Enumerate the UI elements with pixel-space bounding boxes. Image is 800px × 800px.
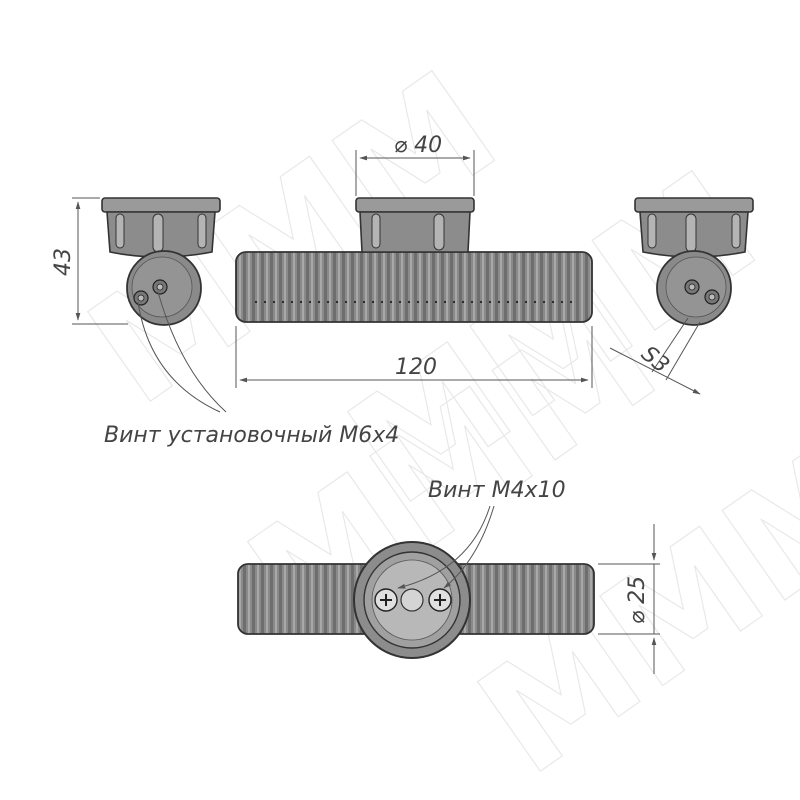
- screw-label: Винт М4х10: [428, 478, 566, 503]
- rod-dot: [425, 300, 429, 304]
- side-view-left: 43: [51, 197, 221, 326]
- wrench-dimension-line: [609, 347, 701, 395]
- rod-dot: [542, 300, 546, 304]
- rod-dot: [479, 300, 483, 304]
- rod-dot: [470, 300, 474, 304]
- rod-dot: [569, 300, 573, 304]
- rod-dot: [353, 300, 357, 304]
- rod-dot: [461, 300, 465, 304]
- rod-dot: [326, 300, 330, 304]
- rod-dots: [254, 300, 573, 304]
- rod-dot: [416, 300, 420, 304]
- rod-dot: [335, 300, 339, 304]
- cap-rib-left-3: [197, 213, 207, 249]
- rod-dot: [380, 300, 384, 304]
- rod-dot: [263, 300, 267, 304]
- screw-leaders: [397, 505, 495, 589]
- rod-dot: [533, 300, 537, 304]
- rod-dot: [407, 300, 411, 304]
- center-hole: [400, 588, 424, 612]
- rod-dot: [506, 300, 510, 304]
- rod-dot: [434, 300, 438, 304]
- front-view: ⌀ 40 120: [235, 133, 593, 388]
- rod-dot: [515, 300, 519, 304]
- rod-dot: [524, 300, 528, 304]
- rod-dot: [362, 300, 366, 304]
- set-screw-leaders: [137, 291, 227, 413]
- rod-dot: [344, 300, 348, 304]
- length-dimension-label: 120: [395, 355, 437, 380]
- rod-dot: [443, 300, 447, 304]
- rod-dot: [371, 300, 375, 304]
- rod-dot: [389, 300, 393, 304]
- rod-dot: [308, 300, 312, 304]
- rod-dot: [254, 300, 258, 304]
- rod-dot: [497, 300, 501, 304]
- rod-dot: [290, 300, 294, 304]
- rod-dot: [560, 300, 564, 304]
- height-dimension-label: 43: [51, 248, 76, 276]
- rod-dot: [551, 300, 555, 304]
- diameter-top-label: ⌀ 40: [394, 133, 442, 158]
- rod-dot: [281, 300, 285, 304]
- cap-flange-front: [355, 197, 475, 213]
- set-screw-label: Винт установочный М6х4: [104, 423, 399, 448]
- cap-rib-left-2: [152, 213, 164, 253]
- rod-dot: [299, 300, 303, 304]
- rod-dot: [452, 300, 456, 304]
- rod-dot: [317, 300, 321, 304]
- rod-body-front: [235, 251, 593, 323]
- cap-rib-left-1: [115, 213, 125, 249]
- cap-flange-left: [101, 197, 221, 213]
- rod-dot: [398, 300, 402, 304]
- rod-dot: [272, 300, 276, 304]
- side-view-right: S3: [609, 197, 754, 395]
- rod-dot: [488, 300, 492, 304]
- diameter-bottom-label: ⌀ 25: [625, 576, 650, 624]
